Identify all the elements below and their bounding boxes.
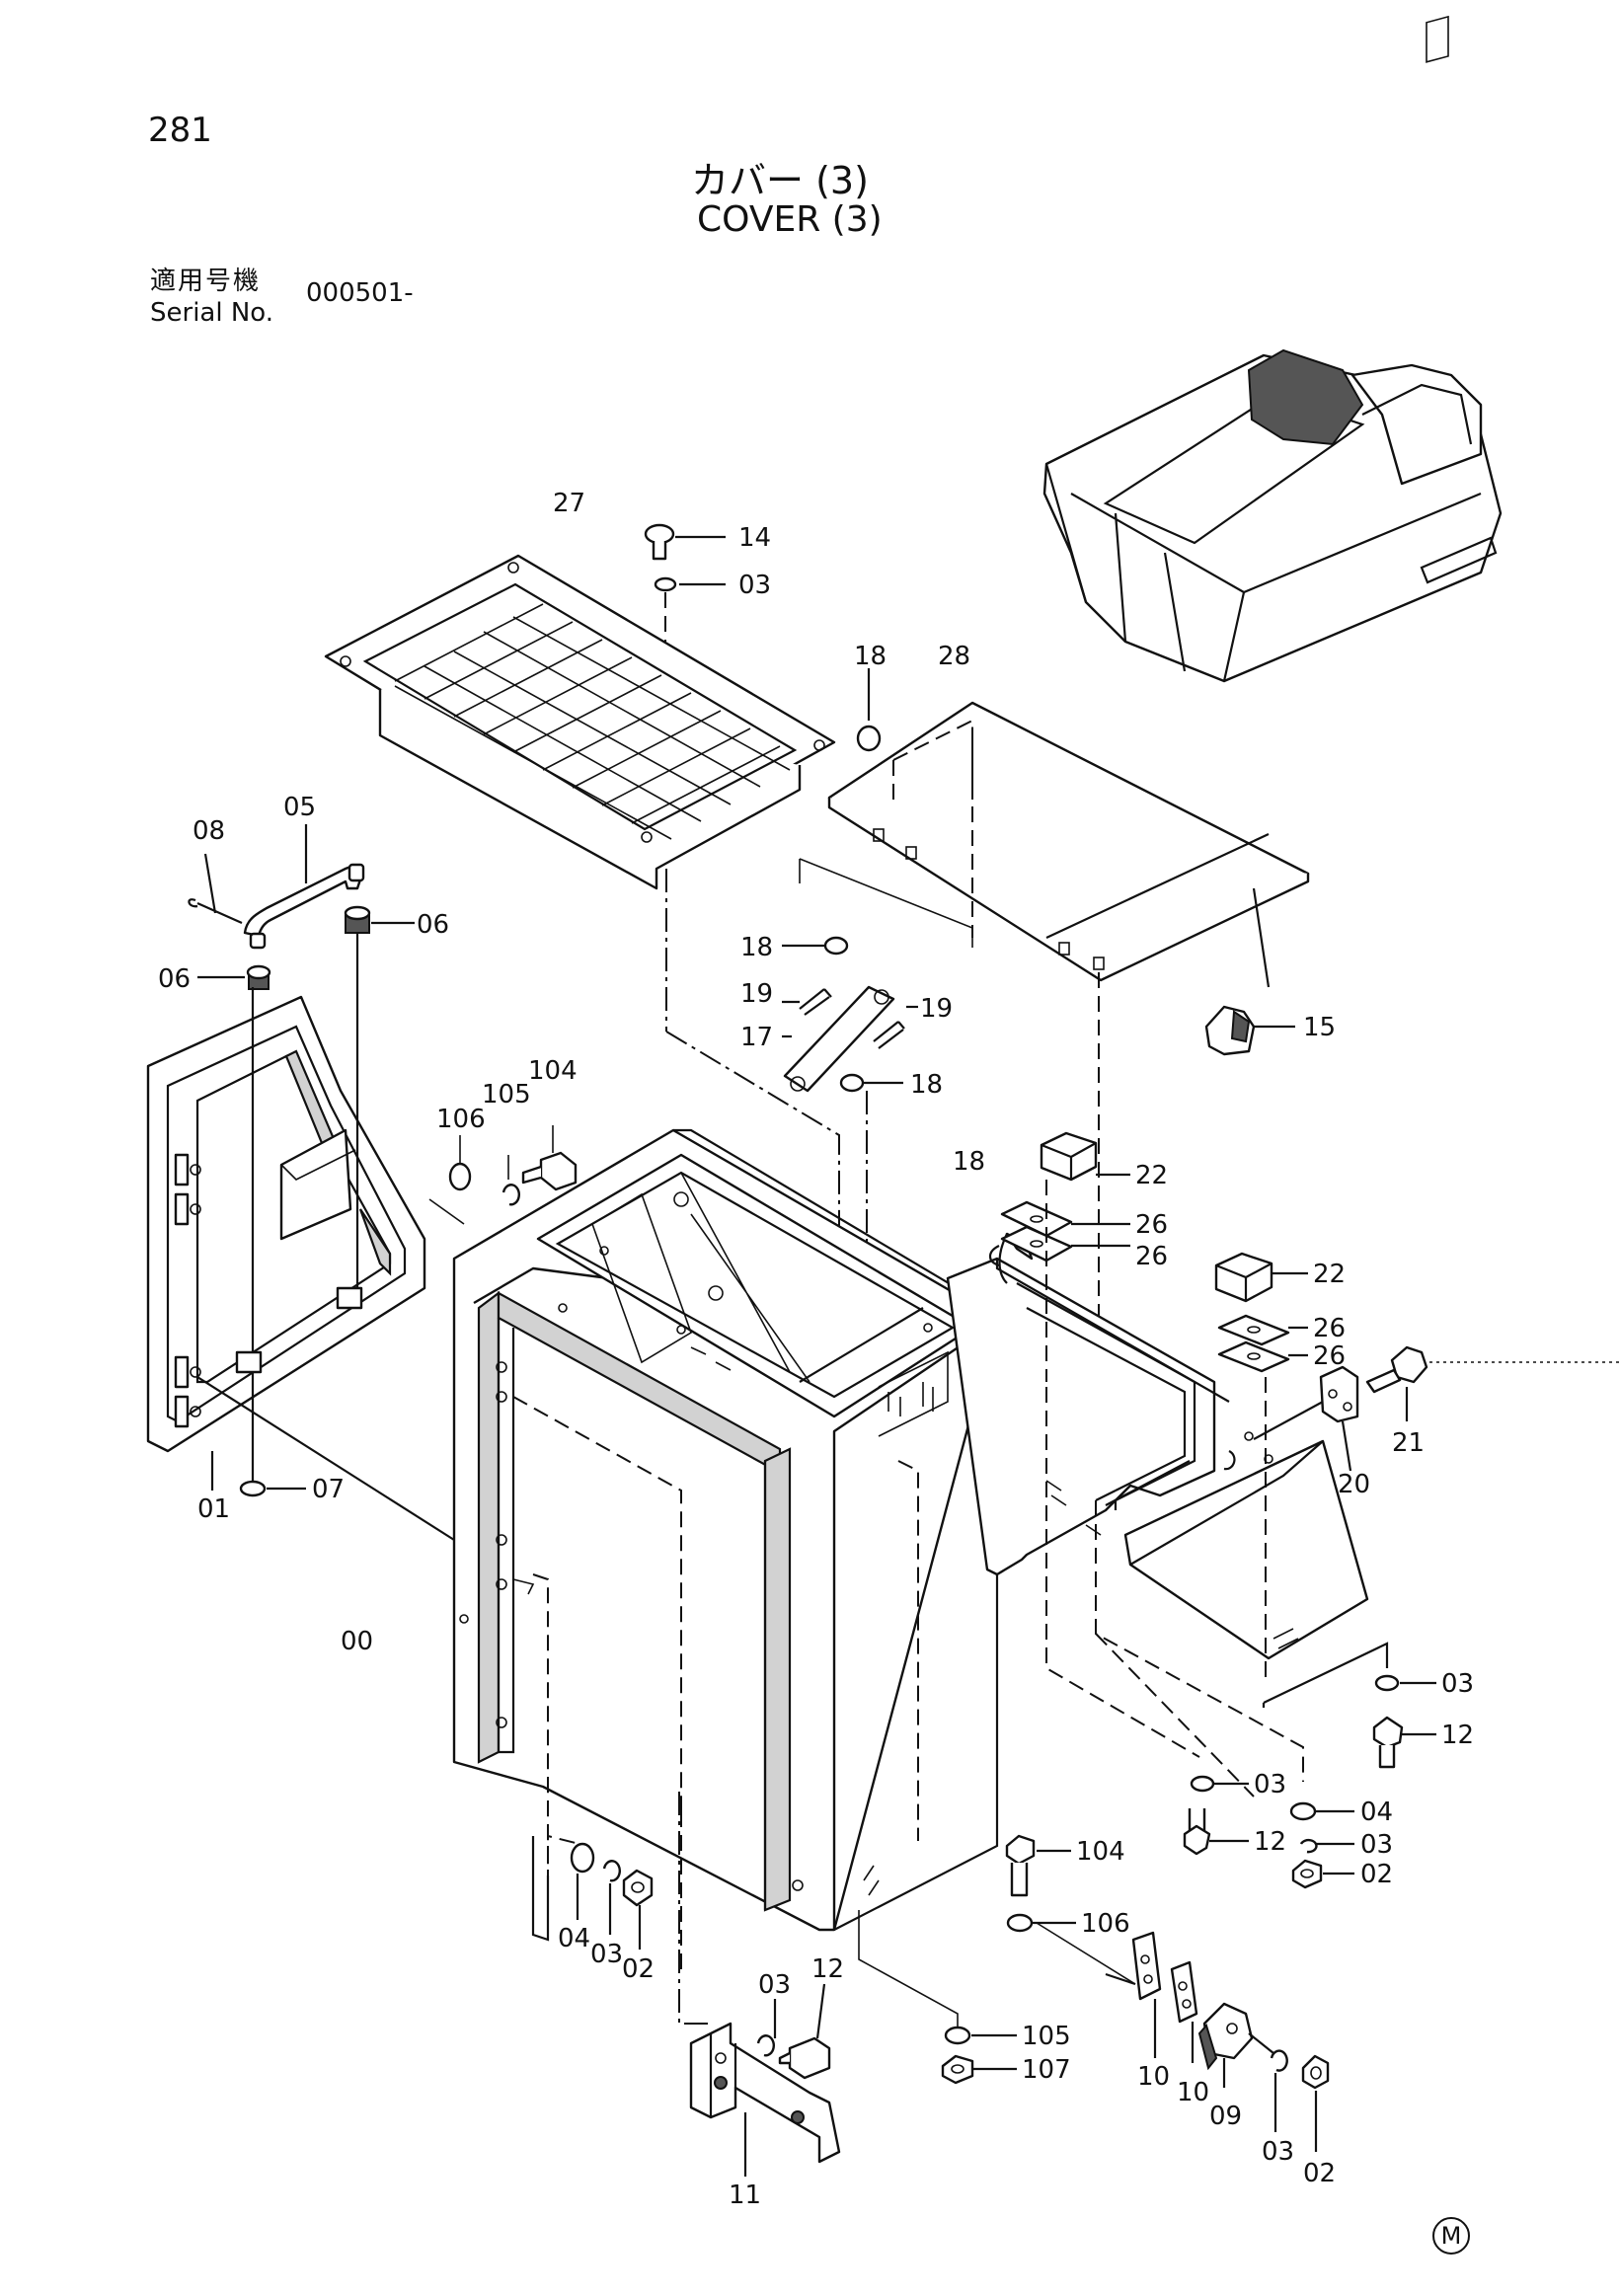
part-label: 08: [193, 816, 225, 846]
part-label: 01: [197, 1494, 230, 1524]
part-20-extension-frame: [946, 1232, 1389, 1798]
part-label: 104: [1076, 1837, 1125, 1867]
part-label: 26: [1313, 1314, 1346, 1343]
part-06-caps: [197, 905, 415, 990]
part-104-105-106-hardware: [428, 1125, 578, 1225]
part-label: 106: [436, 1105, 486, 1134]
part-label: 18: [740, 933, 773, 962]
part-label: 106: [1081, 1909, 1130, 1939]
part-label: 104: [528, 1056, 578, 1086]
part-label: 03: [1254, 1770, 1286, 1799]
part-27-grille: [324, 554, 840, 1234]
part-label: 28: [938, 642, 970, 671]
part-09-10-plates: [1105, 1931, 1330, 2152]
machine-location-inset: [1042, 15, 1503, 683]
part-label: 03: [590, 1940, 623, 1969]
part-05-handle: [188, 824, 365, 950]
part-label: 19: [920, 994, 953, 1024]
part-label: 22: [1313, 1260, 1346, 1289]
part-label: 03: [1441, 1669, 1474, 1699]
part-label: 06: [417, 910, 449, 940]
part-label: 27: [553, 489, 585, 518]
part-label: 17: [740, 1023, 773, 1052]
part-label: 03: [738, 571, 771, 600]
part-15-latch: [1204, 1005, 1295, 1056]
part-label: 15: [1303, 1013, 1336, 1042]
part-label: 03: [1360, 1830, 1393, 1860]
part-01-side-door: [146, 933, 455, 1541]
part-label: 02: [622, 1954, 655, 1984]
part-label: 02: [1303, 2159, 1336, 2188]
part-label: 04: [558, 1924, 590, 1953]
part-label: 02: [1360, 1860, 1393, 1889]
part-label: 10: [1177, 2078, 1209, 2107]
part-label: 14: [738, 523, 771, 553]
part-label: 26: [1135, 1210, 1168, 1240]
part-label: 18: [910, 1070, 943, 1100]
part-17-hinge: [782, 668, 918, 1244]
part-label: 04: [1360, 1798, 1393, 1827]
part-label: 06: [158, 964, 191, 994]
hardware-right-cluster: [1183, 1674, 1436, 1889]
part-label: 19: [740, 979, 773, 1009]
part-labels: 27 14 03 18 28 08 05 06 06 18 19 19 17 1…: [158, 489, 1474, 2210]
part-label: 05: [283, 793, 316, 822]
part-22-26-rubber-and-shims: [988, 1131, 1308, 1678]
part-20-bracket: [1253, 1365, 1359, 1472]
serial-label-jp: 適用号機: [150, 267, 262, 296]
serial-label-en: Serial No.: [150, 298, 273, 328]
part-label: 11: [729, 2181, 761, 2210]
part-label: 21: [1392, 1428, 1425, 1458]
part-label: 26: [1135, 1242, 1168, 1271]
part-label: 26: [1313, 1341, 1346, 1371]
part-label: 105: [1022, 2022, 1071, 2051]
part-label: 105: [482, 1080, 531, 1110]
part-label: 07: [312, 1475, 345, 1504]
part-label: 09: [1209, 2102, 1242, 2131]
part-label: 03: [1262, 2137, 1294, 2167]
part-14-bolt: [644, 523, 726, 642]
part-label: 18: [953, 1147, 985, 1177]
page-title-jp: カバー (3): [691, 159, 869, 202]
part-label: 12: [1254, 1827, 1286, 1857]
part-label: 10: [1137, 2062, 1170, 2092]
part-label: 12: [1441, 1721, 1474, 1750]
hardware-bottom-centre: [858, 1834, 1136, 2085]
part-label: 03: [758, 1970, 791, 2000]
page-title-en: COVER (3): [697, 199, 883, 240]
part-label: 12: [811, 1954, 844, 1984]
part-label: 18: [854, 642, 887, 671]
part-11-bracket: [678, 1792, 841, 2177]
m-marker-badge: M: [1432, 2217, 1470, 2255]
part-label: 22: [1135, 1161, 1168, 1190]
part-21-bolt: [1365, 1345, 1619, 1421]
page-number: 281: [148, 111, 212, 150]
part-00-main-frame: [452, 1128, 1009, 1974]
part-label: 20: [1338, 1470, 1370, 1499]
part-28-cover-plate: [799, 701, 1310, 1451]
serial-number-value: 000501-: [306, 278, 414, 308]
hardware-bottom-left: [547, 1777, 654, 1950]
part-label: 00: [341, 1627, 373, 1656]
part-label: 107: [1022, 2055, 1071, 2085]
